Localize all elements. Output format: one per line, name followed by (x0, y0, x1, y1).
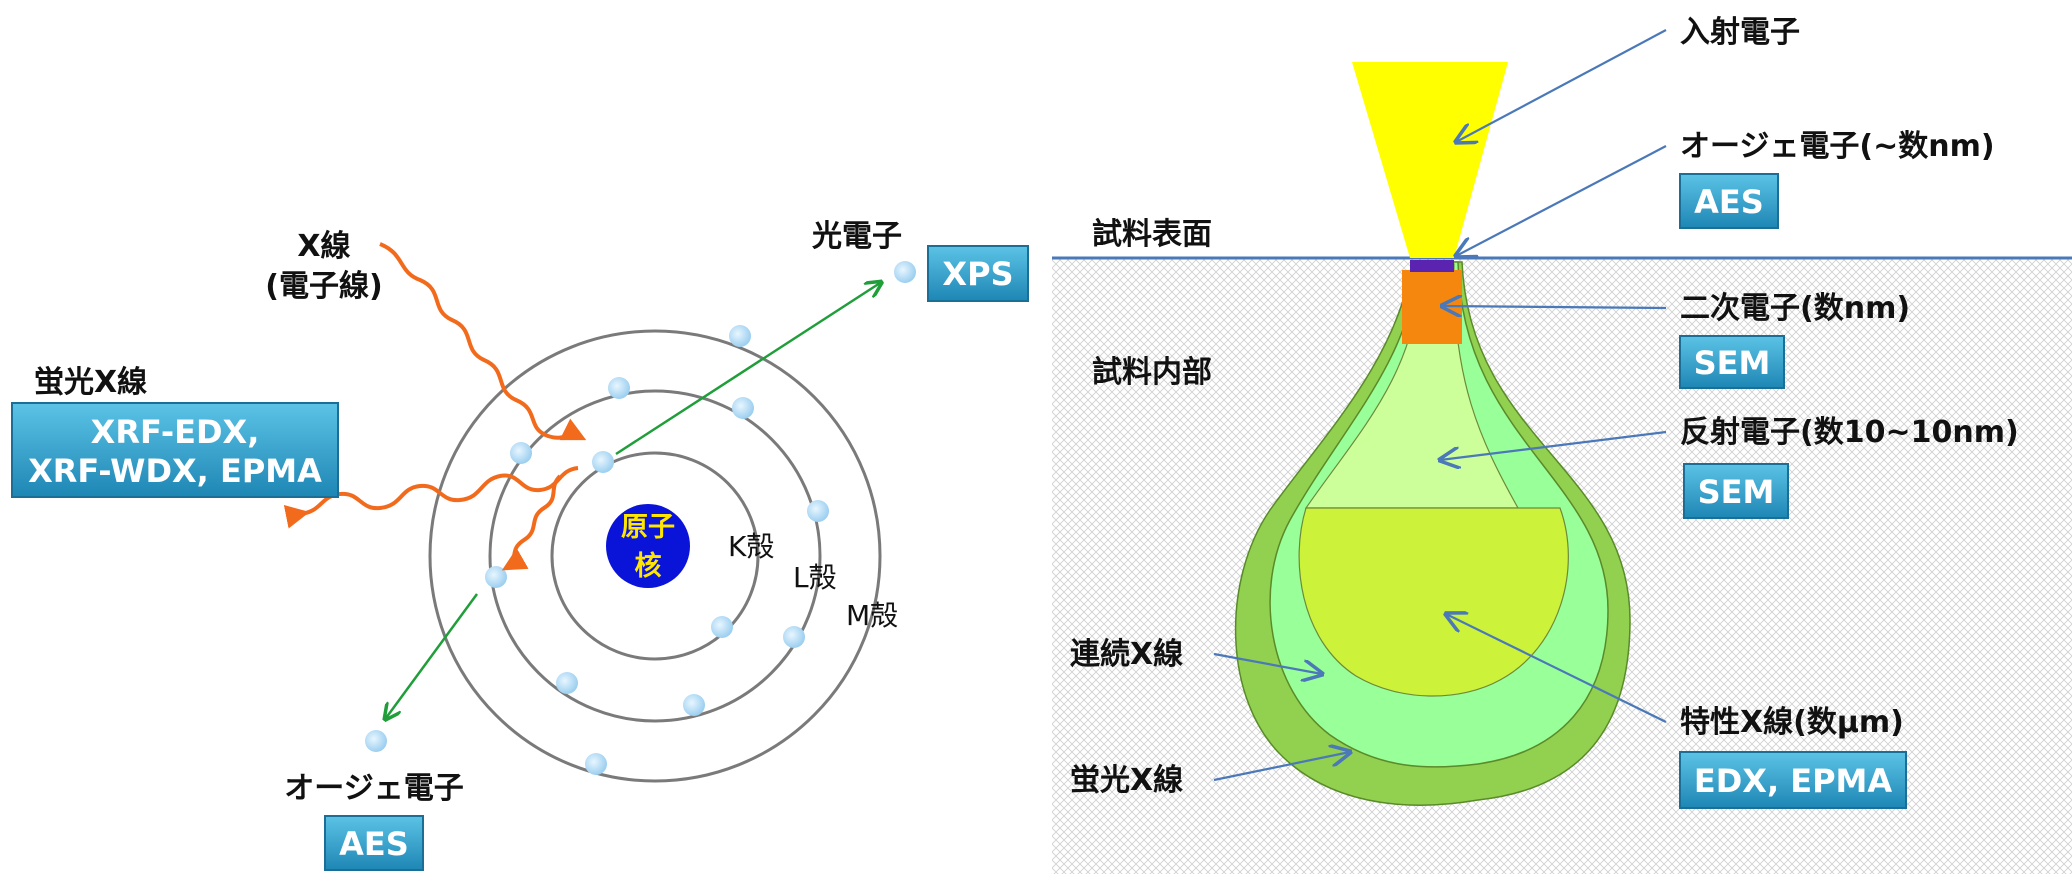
fluorescent-xray-label: 蛍光X線 (34, 365, 147, 400)
auger-technique-tag: AES (324, 815, 424, 871)
electron (683, 694, 705, 716)
backscatter-leader-arrow (1440, 430, 1667, 460)
auger-electron-zone (1410, 260, 1454, 272)
aes-tag-box (324, 815, 424, 871)
electron-transition (485, 566, 507, 588)
nucleus-label-line1: 原子 (621, 512, 675, 543)
secondary-leader-arrow (1442, 306, 1667, 308)
characteristic-xray-zone (1298, 507, 1569, 697)
electron (729, 325, 751, 347)
m-shell-orbit (428, 329, 882, 783)
sem-tag-text-1: SEM (1694, 344, 1771, 382)
aes-tag-text: AES (339, 825, 409, 863)
edx-tag-text: EDX, EPMA (1694, 762, 1893, 800)
auger-electron-particle (365, 730, 387, 752)
incident-electron-beam (1352, 62, 1508, 258)
continuous-leader-arrow (1213, 652, 1322, 674)
auger-leader-arrow (1456, 145, 1667, 256)
auger-depth-label: オージェ電子(~数nm) (1680, 129, 1995, 164)
l-shell-orbit (488, 389, 822, 723)
photoelectron-particle (894, 261, 916, 283)
electron-ionized-k (592, 451, 614, 473)
auger-aes-tag: AES (1679, 173, 1779, 229)
secondary-sem-tag: SEM (1679, 335, 1785, 389)
electron-transition-wave (501, 474, 562, 571)
characteristic-leader-arrow (1446, 614, 1667, 723)
sem-tag-box-1 (1679, 335, 1785, 389)
fluorescent-leader-arrow (1213, 752, 1350, 782)
nucleus (606, 504, 690, 588)
incident-electron-label: 入射電子 (1680, 15, 1800, 50)
photoelectron-label: 光電子 (812, 219, 902, 254)
edx-tag-box (1679, 751, 1907, 809)
fluorescent-xray-wave (283, 466, 579, 529)
backscatter-sem-tag: SEM (1683, 463, 1789, 519)
aes-tag-box-right (1679, 173, 1779, 229)
m-shell-label: M殻 (846, 599, 898, 632)
sample-surface-label: 試料表面 (1092, 217, 1212, 252)
incident-leader-arrow (1456, 29, 1667, 142)
electron (585, 753, 607, 775)
electron (732, 397, 754, 419)
fluorescent-tag-line1: XRF-EDX, (91, 413, 260, 451)
electron (711, 616, 733, 638)
xray-label-line1: X線 (297, 229, 350, 264)
incoming-xray-wave (379, 242, 587, 441)
nucleus-label-line2: 核 (635, 550, 662, 582)
sample-interior-label: 試料内部 (1092, 355, 1212, 390)
k-shell-label: K殻 (728, 530, 774, 563)
electron (608, 377, 630, 399)
xray-label-line2: (電子線) (265, 269, 382, 304)
auger-electron-label: オージェ電子 (284, 771, 463, 806)
electron (807, 500, 829, 522)
l-shell-label: L殻 (793, 561, 837, 594)
electron (783, 626, 805, 648)
interaction-volume: 試料表面 試料内部 入射電子 オージェ電子(~数nm) 二次電子(数nm) 反射… (1052, 15, 2072, 874)
auger-electron-arrow (386, 593, 479, 718)
fluorescent-tag-line2: XRF-WDX, EPMA (28, 452, 322, 490)
secondary-electron-label: 二次電子(数nm) (1680, 291, 1910, 326)
backscatter-electron-label: 反射電子(数10~10nm) (1680, 415, 2019, 450)
photoelectron-arrow (615, 283, 880, 456)
fluorescent-technique-tag: XRF-EDX, XRF-WDX, EPMA (11, 402, 339, 498)
electron (556, 672, 578, 694)
electron (510, 442, 532, 464)
xps-tag-box (927, 245, 1029, 302)
fluorescent-xray-label-right: 蛍光X線 (1070, 763, 1183, 798)
characteristic-edx-tag: EDX, EPMA (1679, 751, 1907, 809)
k-shell-orbit (550, 451, 760, 661)
fluorescent-tag-box (11, 402, 339, 498)
aes-tag-text-right: AES (1694, 183, 1764, 221)
atom-model: 原子 核 K殻 L殻 M殻 X線 (電子線) 蛍光X線 光電子 (11, 219, 1029, 871)
xps-tag-text: XPS (942, 255, 1013, 293)
continuous-xray-label: 連続X線 (1070, 637, 1183, 672)
sem-tag-box-2 (1683, 463, 1789, 519)
characteristic-xray-label: 特性X線(数µm) (1680, 705, 1904, 740)
photoelectron-technique-tag: XPS (927, 245, 1029, 302)
sem-tag-text-2: SEM (1698, 473, 1775, 511)
